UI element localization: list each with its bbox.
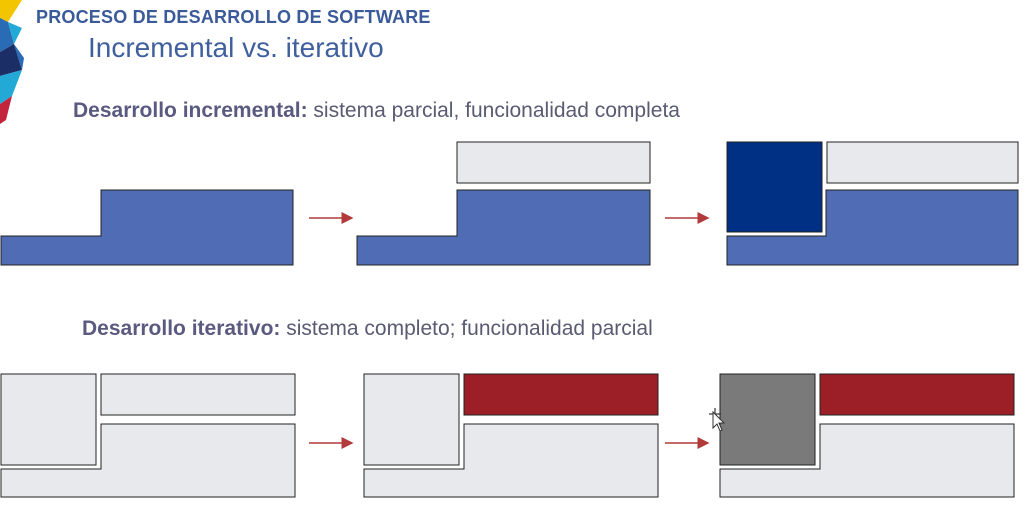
incremental-new-increment — [456, 141, 651, 184]
iterative-stage-1 — [0, 373, 296, 498]
iterative-stage-2 — [363, 373, 659, 498]
iterative-left-block — [0, 373, 97, 466]
iterative-top-block — [100, 373, 296, 416]
incremental-stage-2 — [356, 141, 651, 266]
incremental-built-block — [726, 189, 1019, 266]
iterative-base-block — [363, 423, 659, 498]
incremental-new-increment — [726, 141, 823, 233]
incremental-section-label: Desarrollo incremental: sistema parcial,… — [73, 99, 680, 123]
header-subtitle: Incremental vs. iterativo — [88, 32, 384, 63]
incremental-pending-block — [826, 141, 1019, 184]
iterative-base-block — [719, 423, 1015, 498]
iterative-section-label: Desarrollo iterativo: sistema completo; … — [82, 317, 653, 341]
incremental-built-block — [356, 189, 651, 266]
cursor-icon — [709, 408, 726, 432]
incremental-stage-1 — [0, 189, 294, 266]
iterative-left-block — [363, 373, 460, 466]
iterative-top-block — [819, 373, 1015, 416]
geometric-logo-icon — [0, 0, 24, 124]
header-title: PROCESO DE DESARROLLO DE SOFTWARE — [36, 7, 431, 27]
iterative-label-rest: sistema completo; funcionalidad parcial — [280, 317, 653, 340]
iterative-left-block — [719, 373, 816, 466]
iterative-label-bold: Desarrollo iterativo: — [82, 317, 281, 340]
incremental-built-block — [0, 189, 294, 266]
iterative-base-block — [0, 423, 296, 498]
iterative-top-block — [463, 373, 659, 416]
iterative-stage-3 — [719, 373, 1015, 498]
incremental-stage-3 — [726, 141, 1019, 266]
incremental-label-bold: Desarrollo incremental: — [73, 99, 308, 122]
incremental-label-rest: sistema parcial, funcionalidad completa — [307, 99, 680, 122]
